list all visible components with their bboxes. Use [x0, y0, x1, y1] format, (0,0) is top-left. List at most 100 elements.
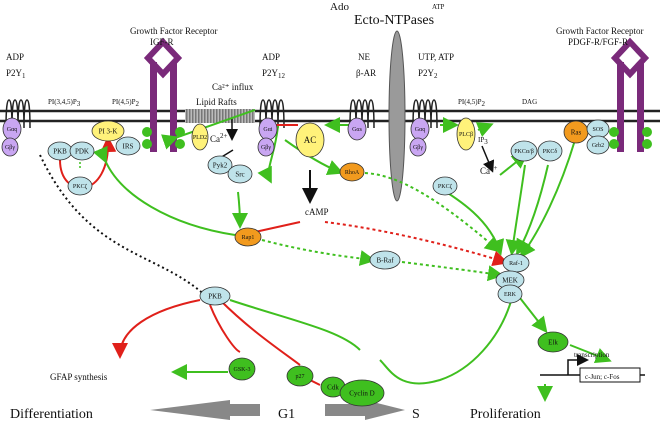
node-pkb1-label: PKB — [53, 147, 67, 155]
igf-receptor — [142, 37, 185, 152]
ecto-ntpase-shape — [388, 30, 406, 202]
ectontpases-label: Ecto-NTPases — [354, 13, 434, 28]
node-gai-label: Gαi — [263, 127, 272, 133]
node-gbg1-label: Gβγ — [5, 145, 15, 151]
s-arrow-shaft — [325, 404, 365, 416]
node-irs: IRS — [115, 136, 141, 156]
pdgf-fgf-receptor — [609, 37, 652, 152]
node-raf1: Raf-1 — [502, 253, 530, 273]
node-gas-label: Gαs — [352, 127, 362, 133]
node-pkcz2: PKCζ — [432, 176, 458, 196]
node-rap1-shape — [234, 227, 262, 247]
node-elk-label: Elk — [548, 338, 558, 346]
ca-influx-label: Ca²⁺ influx — [212, 82, 254, 92]
node-ras-label: Ras — [571, 128, 582, 136]
node-rap1-label: Rap1 — [242, 235, 255, 241]
node-pyk2-label: Pyk2 — [213, 161, 228, 169]
cell-membrane — [0, 109, 660, 123]
node-erk-shape — [497, 284, 523, 304]
node-cycd: Cyclin D — [339, 379, 385, 407]
differentiation-label: Differentiation — [10, 407, 93, 421]
p2y1-label: P2Y1 — [6, 68, 26, 80]
dag-label: DAG — [522, 98, 537, 106]
node-plcb-label: PLCβ — [459, 132, 473, 138]
node-rhoa-label: RhoA — [345, 170, 360, 176]
transcription-label: transcription — [574, 351, 610, 359]
node-gas-shape — [347, 117, 367, 141]
node-src-shape — [227, 164, 253, 184]
node-rhoa-shape — [339, 162, 365, 182]
ado-label: Ado — [330, 1, 349, 13]
node-gbg3-shape — [409, 137, 427, 157]
ip3-label: IP3 — [478, 136, 488, 146]
node-gas: Gαs — [347, 117, 367, 141]
node-pkcz2-shape — [432, 176, 458, 196]
node-pyk2-shape — [207, 155, 233, 175]
node-gbg2-shape — [257, 137, 275, 157]
node-braf-shape — [369, 250, 401, 270]
atp-label: ATP — [432, 3, 445, 11]
lipid-rafts-band — [185, 109, 255, 123]
node-pkcz1: PKCζ — [67, 176, 93, 196]
node-p27-label: p27 — [296, 374, 305, 380]
node-pkcab-shape — [510, 140, 538, 162]
node-grb2: Grb2 — [586, 135, 610, 155]
node-pyk2: Pyk2 — [207, 155, 233, 175]
node-gaq2: Gαq — [410, 117, 430, 141]
node-cycd-label: Cyclin D — [349, 389, 374, 397]
node-gsk3-label: GSK-3 — [233, 367, 250, 373]
node-cdk-label: Cdk — [327, 383, 339, 391]
gfr-left-title: Growth Factor Receptor — [130, 26, 217, 36]
node-sos: SOS — [586, 119, 610, 139]
s-label: S — [412, 407, 420, 421]
node-gaq1-label: Gαq — [7, 127, 17, 133]
gene-block — [537, 354, 645, 402]
node-src: Src — [227, 164, 253, 184]
node-irs-label: IRS — [123, 142, 134, 150]
node-cycd-shape — [339, 379, 385, 407]
node-gbg1: Gβγ — [1, 137, 19, 157]
node-gbg1-shape — [1, 137, 19, 157]
node-pdk-shape — [69, 141, 95, 161]
node-ras: Ras — [563, 120, 589, 144]
node-pkcab: PKCα/β — [510, 140, 538, 162]
node-grb2-shape — [586, 135, 610, 155]
node-gbg2: Gβγ — [257, 137, 275, 157]
s-arrow — [365, 400, 405, 420]
proliferation-label: Proliferation — [470, 407, 541, 421]
node-pkb2-shape — [199, 286, 231, 306]
node-src-label: Src — [235, 170, 244, 178]
node-elk-shape — [537, 331, 569, 353]
node-pld2-shape — [191, 123, 209, 151]
node-sos-label: SOS — [592, 127, 603, 133]
g1-arrow-shaft — [230, 404, 260, 416]
camp-label: cAMP — [305, 207, 329, 217]
node-gbg3-label: Gβγ — [413, 145, 423, 151]
p2y2-label: P2Y2 — [418, 68, 438, 80]
beta-ar-label: β-AR — [356, 68, 376, 78]
node-rhoa: RhoA — [339, 162, 365, 182]
pip2-right-label: PI(4,5)P2 — [458, 98, 486, 108]
node-gaq2-label: Gαq — [415, 127, 425, 133]
gene-label: c-Jun; c-Fos — [585, 373, 620, 381]
node-pdk: PDK — [69, 141, 95, 161]
node-pkcd: PKCδ — [537, 140, 563, 162]
node-gbg2-label: Gβγ — [261, 145, 271, 151]
node-pi3k-shape — [91, 120, 125, 142]
node-erk: ERK — [497, 284, 523, 304]
node-pkcd-shape — [537, 140, 563, 162]
node-p27: p27 — [286, 365, 314, 387]
node-ac-shape — [295, 122, 325, 158]
node-pkcz1-label: PKCζ — [73, 183, 88, 190]
node-pkcz1-shape — [67, 176, 93, 196]
node-pdk-label: PDK — [75, 147, 89, 155]
node-pkb2-label: PKB — [208, 292, 222, 300]
node-gsk3-shape — [228, 357, 256, 381]
ca-label-left: Ca2+ — [210, 132, 228, 144]
node-erk-label: ERK — [504, 292, 517, 298]
node-rap1: Rap1 — [234, 227, 262, 247]
node-gaq1: Gαq — [2, 117, 22, 141]
node-ac: AC — [295, 122, 325, 158]
